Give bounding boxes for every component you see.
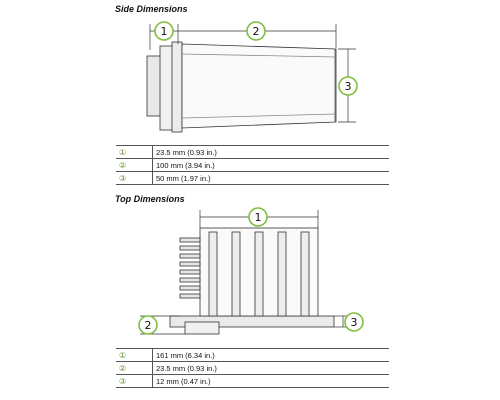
side-body	[181, 43, 337, 129]
side-bezel	[171, 41, 183, 133]
row-marker: ③	[116, 171, 153, 185]
row-marker: ③	[116, 374, 153, 388]
side-callout-2	[246, 21, 266, 41]
table-row: ① 161 mm (6.34 in.)	[116, 348, 389, 362]
top-dimensions-table: ① 161 mm (6.34 in.) ② 23.5 mm (0.93 in.)…	[116, 348, 389, 388]
top-callout-2-label: 2	[145, 319, 152, 332]
table-row: ③ 50 mm (1.97 in.)	[116, 171, 389, 185]
table-row: ② 23.5 mm (0.93 in.)	[116, 361, 389, 375]
side-callout-1	[154, 21, 174, 41]
top-view-drawing	[169, 227, 335, 335]
side-callout-2-label: 2	[253, 25, 260, 38]
row-marker: ①	[116, 348, 153, 362]
top-comb-fins	[179, 237, 201, 299]
table-row: ③ 12 mm (0.47 in.)	[116, 374, 389, 388]
row-value: 161 mm (6.34 in.)	[152, 348, 389, 362]
top-callout-3-label: 3	[351, 316, 358, 329]
row-value: 12 mm (0.47 in.)	[152, 374, 389, 388]
top-callout-1	[248, 207, 268, 227]
top-dimensions-title: Top Dimensions	[115, 194, 185, 204]
side-view-drawing	[146, 41, 337, 133]
top-base-foot	[184, 321, 220, 335]
side-callouts: 1 2 3	[154, 21, 358, 96]
row-value: 23.5 mm (0.93 in.)	[152, 145, 389, 159]
row-value: 100 mm (3.94 in.)	[152, 158, 389, 172]
side-dimensions-table: ① 23.5 mm (0.93 in.) ② 100 mm (3.94 in.)…	[116, 145, 389, 185]
side-callout-3	[338, 76, 358, 96]
table-row: ① 23.5 mm (0.93 in.)	[116, 145, 389, 159]
side-dimensions-title: Side Dimensions	[115, 4, 188, 14]
side-callout-3-label: 3	[345, 80, 352, 93]
top-callouts: 1 2 3	[138, 207, 364, 335]
row-value: 23.5 mm (0.93 in.)	[152, 361, 389, 375]
top-callout-3	[344, 312, 364, 332]
row-marker: ②	[116, 361, 153, 375]
row-marker: ①	[116, 145, 153, 159]
top-callout-1-label: 1	[255, 211, 262, 224]
table-row: ② 100 mm (3.94 in.)	[116, 158, 389, 172]
row-value: 50 mm (1.97 in.)	[152, 171, 389, 185]
top-callout-2	[138, 315, 158, 335]
row-marker: ②	[116, 158, 153, 172]
side-callout-1-label: 1	[161, 25, 168, 38]
